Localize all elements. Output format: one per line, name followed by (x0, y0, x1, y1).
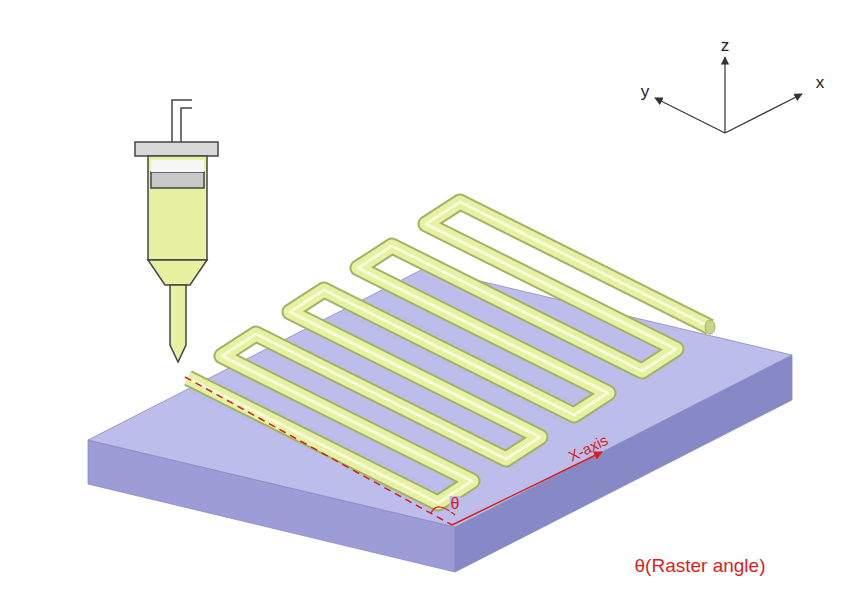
filament-strand (188, 202, 710, 503)
angle-symbol: θ (450, 496, 461, 512)
filament-strand (188, 202, 710, 503)
axis-triad (655, 57, 802, 133)
extruded-filament (188, 202, 715, 503)
angle-caption: θ(Raster angle) (635, 556, 766, 575)
axis-label: y (641, 83, 650, 100)
axis-label: z (721, 37, 730, 54)
syringe-extruder (135, 100, 218, 362)
filament-end (705, 320, 715, 334)
filament-strand (188, 202, 710, 503)
raster-angle-marks (185, 377, 602, 525)
axis-label: x (816, 74, 825, 91)
